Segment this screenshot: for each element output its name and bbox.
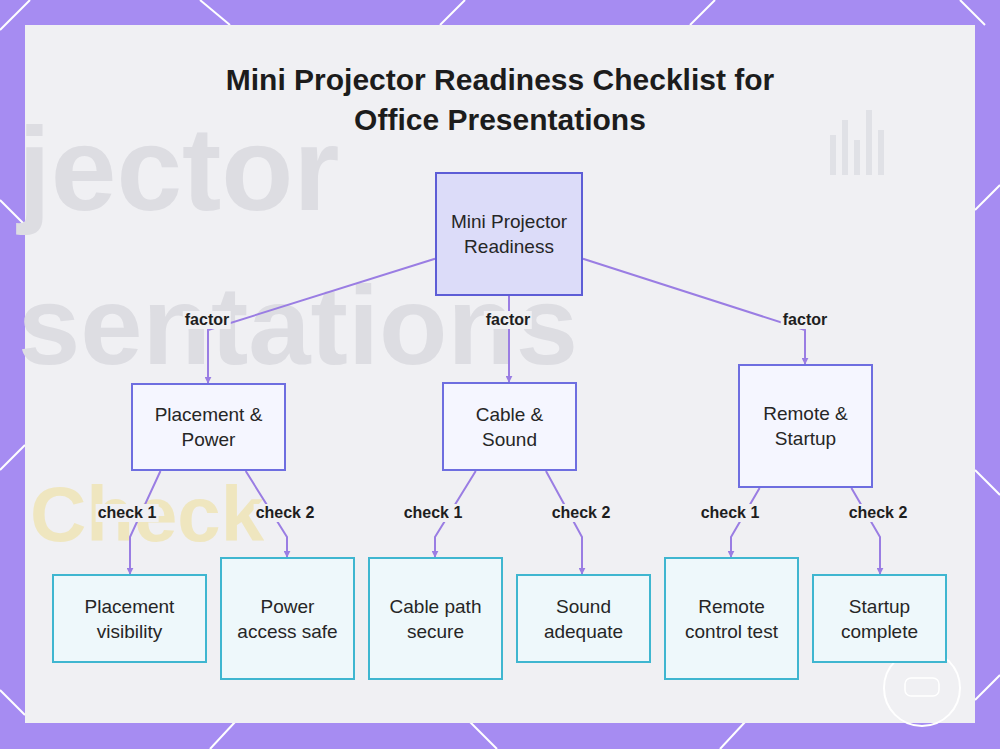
node-text: Cable path secure <box>378 594 493 644</box>
pattern-line <box>690 0 715 25</box>
connector <box>508 296 510 382</box>
node-text: Startup complete <box>822 594 937 644</box>
connector <box>851 488 880 574</box>
pattern-line <box>0 445 25 470</box>
edge-label: check 2 <box>254 504 317 522</box>
connector <box>731 488 760 557</box>
factor-box: Remote & Startup <box>738 364 873 488</box>
factor-box: Placement & Power <box>131 383 286 471</box>
pattern-line <box>975 470 1000 495</box>
edge-label: factor <box>484 311 532 329</box>
check-box: Sound adequate <box>516 574 651 663</box>
check-box: Startup complete <box>812 574 947 663</box>
watermark-text: jector <box>18 110 339 228</box>
check-box: Placement visibility <box>52 574 207 663</box>
edge-label: check 1 <box>96 504 159 522</box>
edge-label: check 1 <box>402 504 465 522</box>
pattern-line <box>440 0 465 25</box>
pattern-line <box>200 0 230 25</box>
faint-bar-chart <box>830 110 884 175</box>
pattern-line <box>960 0 985 25</box>
bar <box>842 120 848 175</box>
logo-projector <box>905 678 939 696</box>
edge-label: check 2 <box>550 504 613 522</box>
connector <box>208 259 435 383</box>
edge-label: check 2 <box>847 504 910 522</box>
node-text: Power access safe <box>230 594 345 644</box>
edge-label: check 1 <box>699 504 762 522</box>
node-text: Placement & Power <box>141 402 276 452</box>
check-box: Cable path secure <box>368 557 503 680</box>
diagram-title: Mini Projector Readiness Checklist for O… <box>220 60 780 140</box>
pattern-line <box>975 185 1000 210</box>
node-text: Placement visibility <box>62 594 197 644</box>
root-box: Mini Projector Readiness <box>435 172 583 296</box>
edge-label: factor <box>183 311 231 329</box>
bar <box>854 140 860 175</box>
node-text: Cable & Sound <box>452 402 567 452</box>
pattern-line <box>975 675 1000 700</box>
pattern-line <box>720 722 745 749</box>
node-text: Remote control test <box>674 594 789 644</box>
edge-label: factor <box>781 311 829 329</box>
factor-box: Cable & Sound <box>442 382 577 471</box>
connector <box>546 471 582 574</box>
check-box: Power access safe <box>220 557 355 680</box>
pattern-line <box>0 690 25 715</box>
node-text: Sound adequate <box>526 594 641 644</box>
connector <box>583 259 805 364</box>
bar <box>866 110 872 175</box>
check-box: Remote control test <box>664 557 799 680</box>
bar <box>878 130 884 175</box>
pattern-line <box>470 722 497 749</box>
bar <box>830 135 836 175</box>
pattern-line <box>210 722 235 749</box>
node-text: Remote & Startup <box>748 401 863 451</box>
connector <box>130 471 160 574</box>
node-text: Mini Projector Readiness <box>445 209 573 259</box>
